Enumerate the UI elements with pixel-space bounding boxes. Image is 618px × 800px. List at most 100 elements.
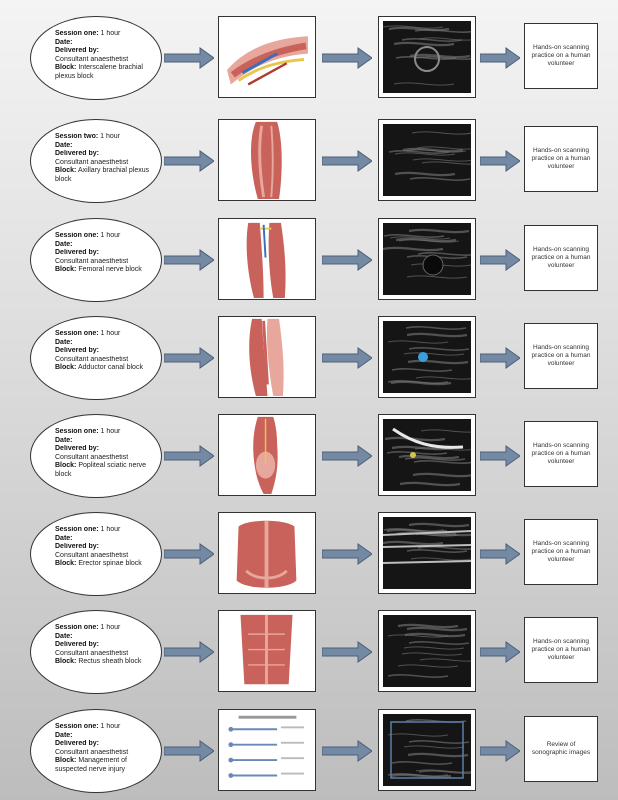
session-label: Session one: <box>55 232 99 239</box>
session-row: Session one: 1 hour Date: Delivered by: … <box>0 410 618 500</box>
flow-arrow-icon <box>480 740 520 762</box>
delivered-by-value: Consultant anaesthetist <box>55 356 128 363</box>
flow-arrow-icon <box>480 543 520 565</box>
abdomen-anatomy-illustration <box>218 610 316 692</box>
session-label: Session one: <box>55 624 99 631</box>
flow-arrow-icon <box>480 641 520 663</box>
flow-arrow-icon <box>322 740 372 762</box>
session-info-oval: Session one: 1 hour Date: Delivered by: … <box>30 414 162 498</box>
flow-arrow-icon <box>322 543 372 565</box>
flow-arrow-icon <box>164 249 214 271</box>
axillary-ultrasound-image <box>383 124 471 196</box>
block-value: Adductor canal block <box>78 364 143 371</box>
block-value: Femoral nerve block <box>78 266 141 273</box>
date-label: Date: <box>55 39 73 46</box>
session-duration: 1 hour <box>101 30 121 37</box>
femoral-ultrasound-image <box>383 223 471 295</box>
date-label: Date: <box>55 142 73 149</box>
session-row: Session one: 1 hour Date: Delivered by: … <box>0 214 618 304</box>
ultrasound-image-frame <box>378 610 476 692</box>
block-label: Block: <box>55 560 76 567</box>
flow-arrow-icon <box>164 347 214 369</box>
delivered-by-value: Consultant anaesthetist <box>55 258 128 265</box>
flow-arrow-icon <box>164 150 214 172</box>
session-row: Session one: 1 hour Date: Delivered by: … <box>0 12 618 102</box>
delivered-by-label: Delivered by: <box>55 445 99 452</box>
practice-outcome-box: Hands-on scanning practice on a human vo… <box>524 519 598 585</box>
delivered-by-label: Delivered by: <box>55 641 99 648</box>
flow-arrow-icon <box>322 150 372 172</box>
session-info-oval: Session one: 1 hour Date: Delivered by: … <box>30 316 162 400</box>
arm-anatomy-illustration <box>218 119 316 201</box>
flow-arrow-icon <box>322 47 372 69</box>
date-label: Date: <box>55 535 73 542</box>
session-duration: 1 hour <box>101 526 121 533</box>
practice-outcome-box: Hands-on scanning practice on a human vo… <box>524 323 598 389</box>
delivered-by-label: Delivered by: <box>55 47 99 54</box>
block-value: Erector spinae block <box>78 560 141 567</box>
practice-outcome-box: Review of sonographic images <box>524 716 598 782</box>
practice-outcome-text: Hands-on scanning practice on a human vo… <box>529 344 593 368</box>
flow-arrow-icon <box>322 445 372 467</box>
session-info-oval: Session two: 1 hour Date: Delivered by: … <box>30 119 162 203</box>
block-label: Block: <box>55 462 76 469</box>
delivered-by-value: Consultant anaesthetist <box>55 552 128 559</box>
session-row: Session one: 1 hour Date: Delivered by: … <box>0 606 618 696</box>
flow-arrow-icon <box>164 445 214 467</box>
flow-arrow-icon <box>322 347 372 369</box>
practice-outcome-text: Hands-on scanning practice on a human vo… <box>529 442 593 466</box>
session-duration: 1 hour <box>101 232 121 239</box>
practice-outcome-text: Hands-on scanning practice on a human vo… <box>529 44 593 68</box>
session-label: Session one: <box>55 723 99 730</box>
session-label: Session one: <box>55 330 99 337</box>
session-info-oval: Session one: 1 hour Date: Delivered by: … <box>30 16 162 100</box>
flow-arrow-icon <box>480 47 520 69</box>
interscalene-ultrasound-image <box>383 21 471 93</box>
block-label: Block: <box>55 757 76 764</box>
session-row: Session two: 1 hour Date: Delivered by: … <box>0 115 618 205</box>
session-duration: 1 hour <box>101 330 121 337</box>
delivered-by-label: Delivered by: <box>55 347 99 354</box>
date-label: Date: <box>55 339 73 346</box>
thigh-anatomy-illustration <box>218 218 316 300</box>
flow-arrow-icon <box>480 150 520 172</box>
delivered-by-value: Consultant anaesthetist <box>55 454 128 461</box>
erector-spinae-ultrasound-image <box>383 517 471 589</box>
delivered-by-label: Delivered by: <box>55 150 99 157</box>
date-label: Date: <box>55 633 73 640</box>
session-info-oval: Session one: 1 hour Date: Delivered by: … <box>30 218 162 302</box>
nerve-injury-chart-illustration <box>218 709 316 791</box>
practice-outcome-text: Hands-on scanning practice on a human vo… <box>529 540 593 564</box>
session-duration: 1 hour <box>100 133 120 140</box>
session-info-oval: Session one: 1 hour Date: Delivered by: … <box>30 512 162 596</box>
block-label: Block: <box>55 364 76 371</box>
neck-anatomy-illustration <box>218 16 316 98</box>
ultrasound-image-frame <box>378 414 476 496</box>
block-value: Rectus sheath block <box>78 658 141 665</box>
delivered-by-value: Consultant anaesthetist <box>55 159 128 166</box>
practice-outcome-text: Hands-on scanning practice on a human vo… <box>529 246 593 270</box>
delivered-by-label: Delivered by: <box>55 249 99 256</box>
practice-outcome-text: Hands-on scanning practice on a human vo… <box>529 638 593 662</box>
delivered-by-label: Delivered by: <box>55 543 99 550</box>
delivered-by-label: Delivered by: <box>55 740 99 747</box>
adductor-ultrasound-image <box>383 321 471 393</box>
block-label: Block: <box>55 658 76 665</box>
flow-arrow-icon <box>164 740 214 762</box>
flow-arrow-icon <box>480 347 520 369</box>
nerve-injury-ultrasound-image <box>383 714 471 786</box>
session-info-oval: Session one: 1 hour Date: Delivered by: … <box>30 709 162 793</box>
ultrasound-image-frame <box>378 512 476 594</box>
flow-arrow-icon <box>480 249 520 271</box>
block-label: Block: <box>55 167 76 174</box>
session-label: Session two: <box>55 133 98 140</box>
session-label: Session one: <box>55 526 99 533</box>
flow-arrow-icon <box>322 641 372 663</box>
practice-outcome-box: Hands-on scanning practice on a human vo… <box>524 617 598 683</box>
flow-arrow-icon <box>164 543 214 565</box>
flow-arrow-icon <box>164 641 214 663</box>
session-info-oval: Session one: 1 hour Date: Delivered by: … <box>30 610 162 694</box>
delivered-by-value: Consultant anaesthetist <box>55 749 128 756</box>
practice-outcome-box: Hands-on scanning practice on a human vo… <box>524 225 598 291</box>
